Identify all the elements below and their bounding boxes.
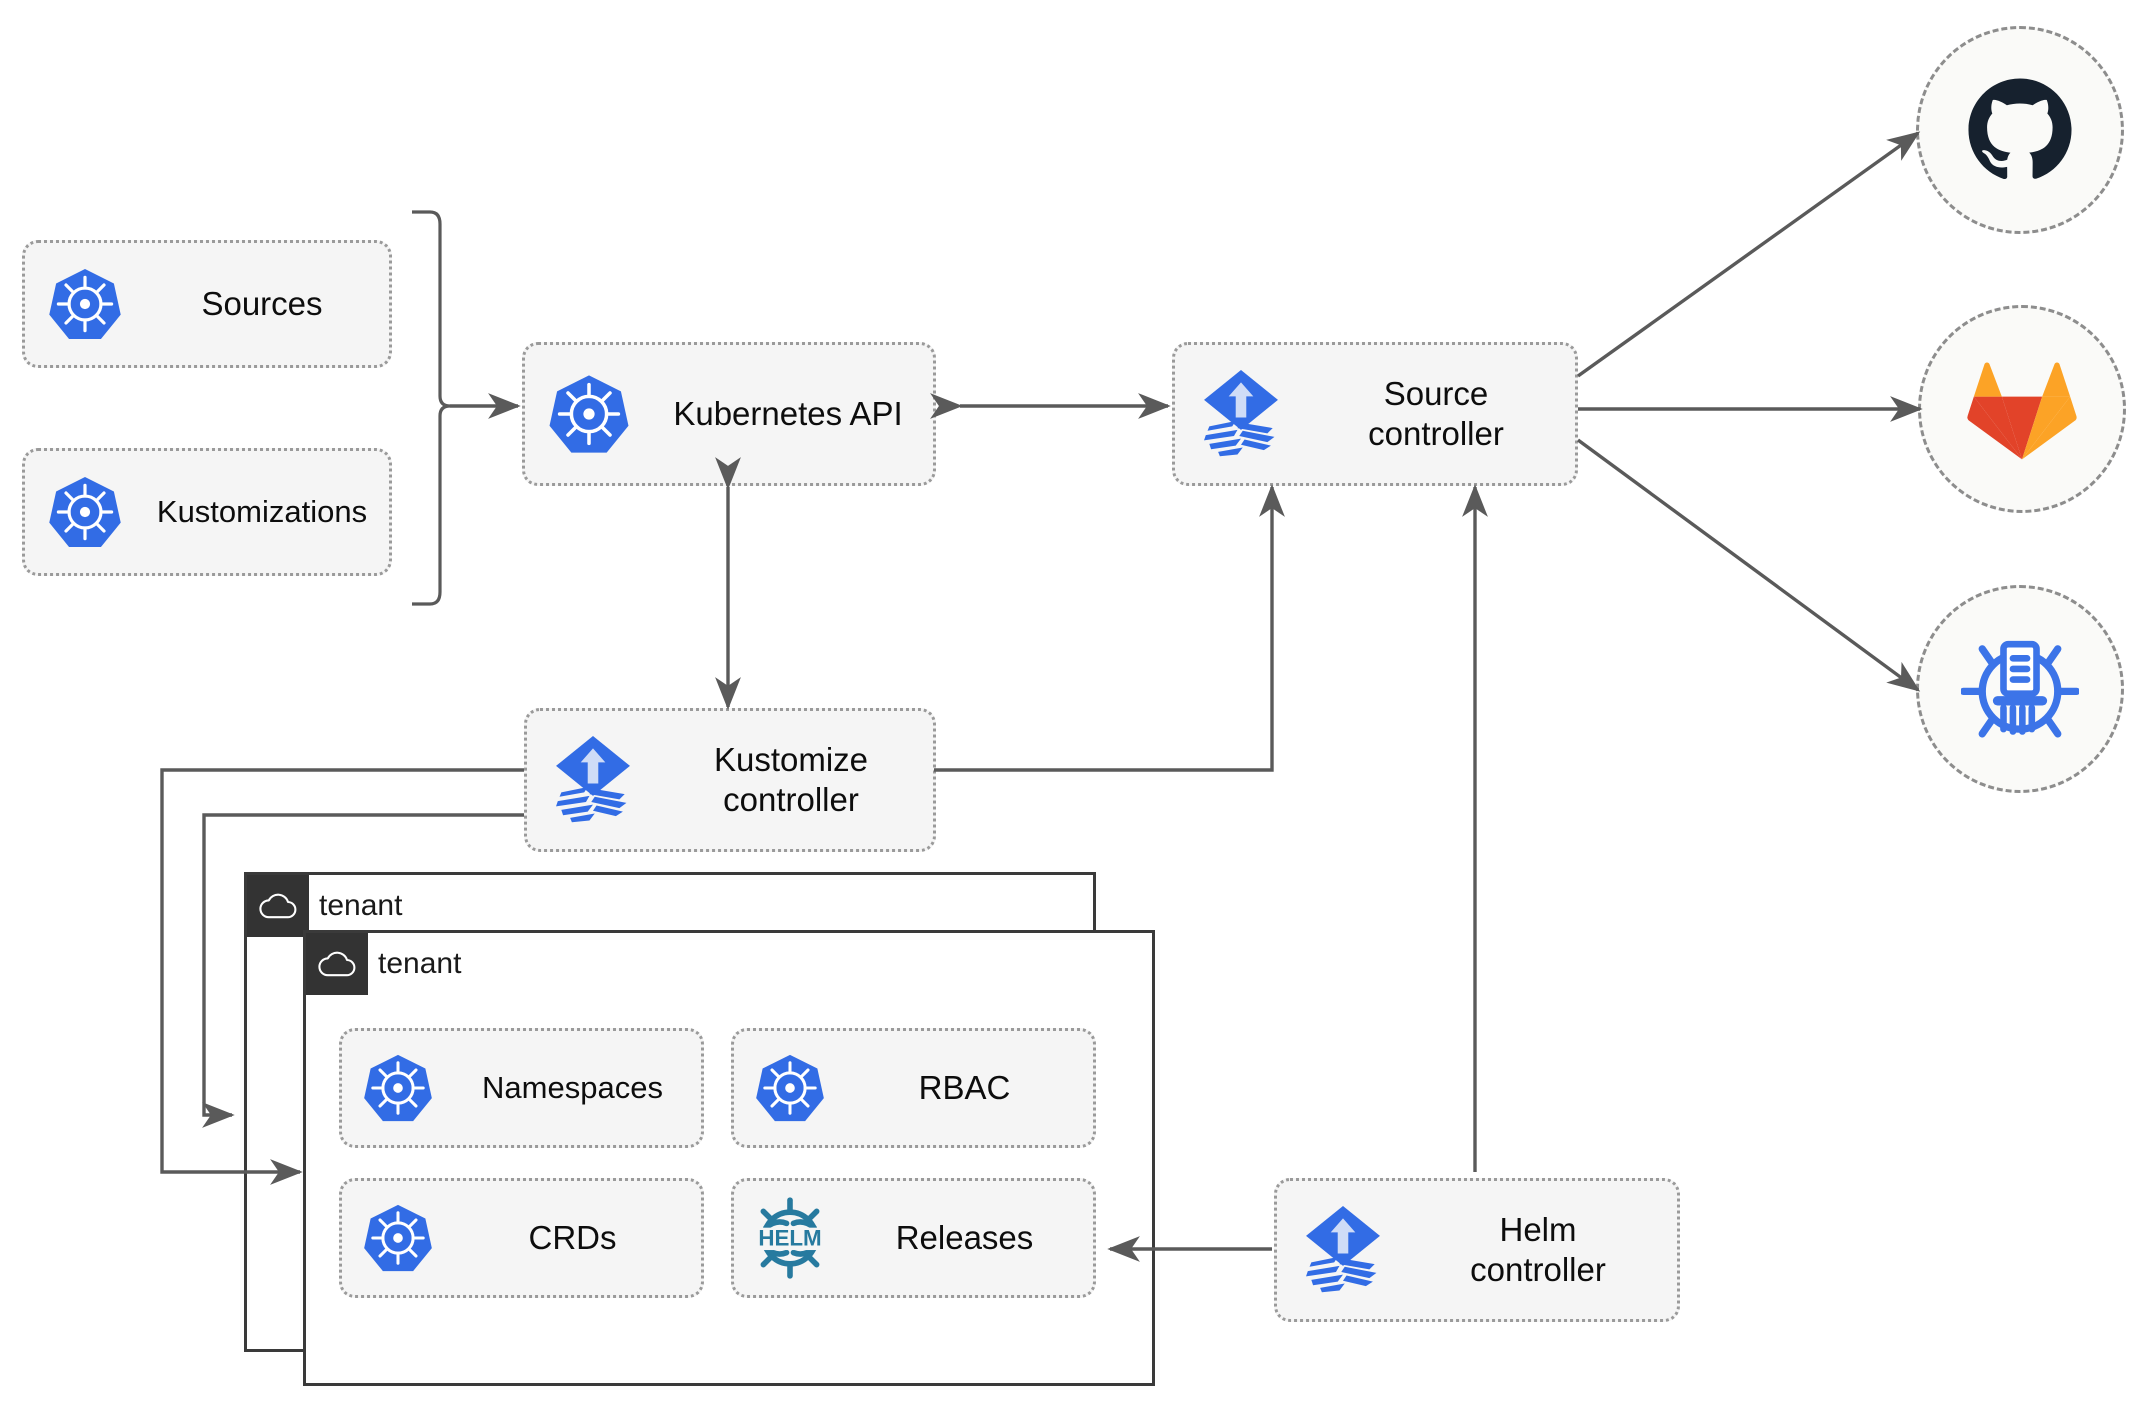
- node-sources[interactable]: Sources: [22, 240, 392, 368]
- kubernetes-icon: [25, 266, 145, 342]
- cloud-icon: [306, 933, 368, 995]
- external-github[interactable]: [1916, 26, 2124, 234]
- flux-icon: [1175, 368, 1307, 460]
- node-kustomize-controller[interactable]: Kustomize controller: [524, 708, 936, 852]
- node-label: RBAC: [918, 1068, 1011, 1106]
- node-label: Helm controller: [1470, 1210, 1606, 1288]
- node-kubernetes-api[interactable]: Kubernetes API: [522, 342, 936, 486]
- node-kustomizations[interactable]: Kustomizations: [22, 448, 392, 576]
- node-rbac[interactable]: RBAC: [731, 1028, 1096, 1148]
- node-label: Kustomize controller: [713, 740, 869, 818]
- kubernetes-icon: [734, 1052, 846, 1124]
- github-icon: [1968, 78, 2072, 180]
- node-releases[interactable]: HELM Releases: [731, 1178, 1096, 1298]
- kubernetes-icon: [342, 1052, 454, 1124]
- helm-icon: HELM: [734, 1195, 846, 1281]
- svg-text:HELM: HELM: [758, 1226, 821, 1251]
- flux-icon: [527, 734, 659, 826]
- kubernetes-icon: [525, 372, 653, 456]
- node-label: Kustomizations: [156, 494, 368, 530]
- node-helm-controller[interactable]: Helm controller: [1274, 1178, 1680, 1322]
- node-namespaces[interactable]: Namespaces: [339, 1028, 704, 1148]
- node-label: Namespaces: [482, 1070, 663, 1106]
- kubernetes-icon: [25, 474, 145, 550]
- group-bracket: [412, 210, 451, 606]
- cloud-icon: [247, 875, 309, 937]
- wire-sourcectl-github: [1577, 131, 1921, 378]
- kubernetes-icon: [342, 1202, 454, 1274]
- node-label: Releases: [895, 1218, 1034, 1256]
- tenant-label: tenant: [319, 889, 403, 922]
- node-label: Source controller: [1368, 374, 1504, 452]
- external-gitlab[interactable]: [1918, 305, 2126, 513]
- tenant-container-2[interactable]: tenant: [303, 930, 1155, 1386]
- flux-icon: [1277, 1204, 1409, 1296]
- wire-kustomizectl-sourcectl: [934, 484, 1285, 772]
- node-source-controller[interactable]: Source controller: [1172, 342, 1578, 486]
- node-crds[interactable]: CRDs: [339, 1178, 704, 1298]
- helm-registry-icon: [1961, 640, 2079, 738]
- tenant-label: tenant: [378, 947, 462, 980]
- wire-sourcectl-registry: [1576, 438, 1921, 692]
- node-label: Kubernetes API: [673, 394, 903, 432]
- node-label: Sources: [201, 284, 323, 322]
- gitlab-icon: [1967, 362, 2077, 460]
- node-label: CRDs: [528, 1218, 617, 1256]
- external-helm-registry[interactable]: [1916, 585, 2124, 793]
